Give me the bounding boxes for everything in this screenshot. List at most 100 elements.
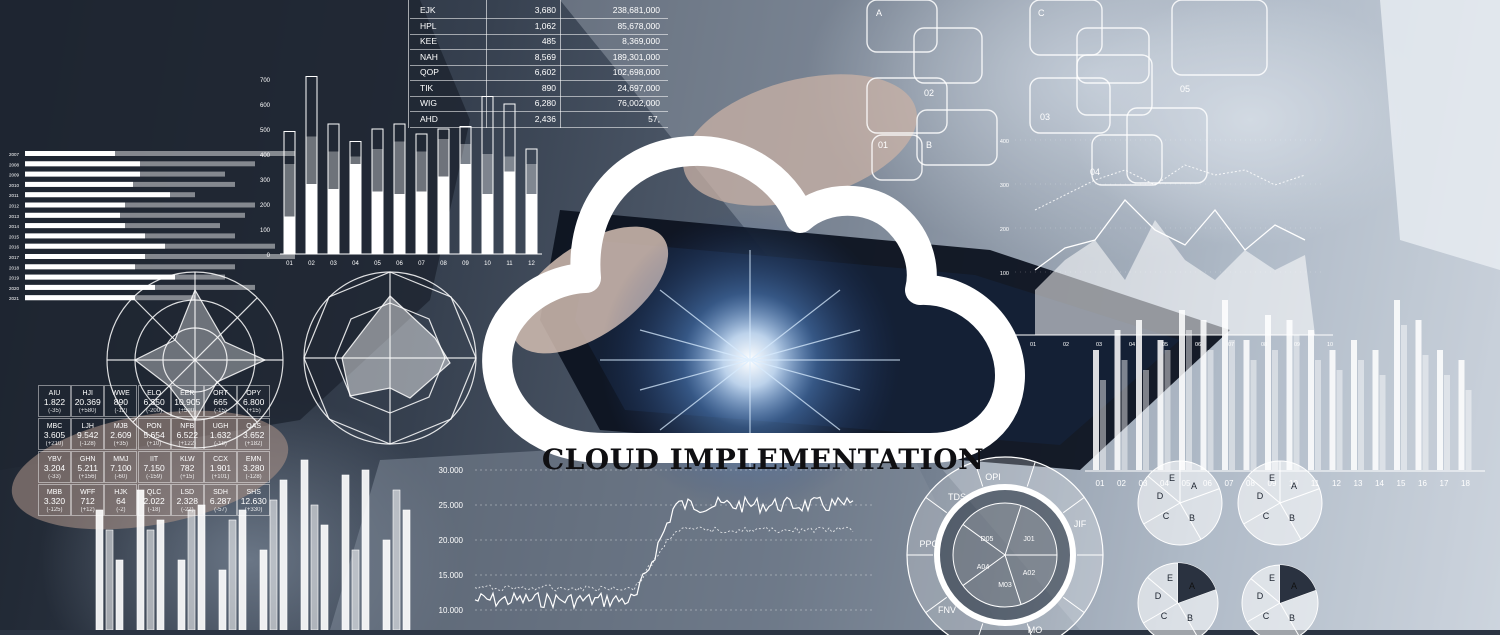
ticker-code: MMJ	[113, 456, 129, 463]
ticker-code: SDH	[213, 489, 228, 496]
stock-volume: 3,680	[534, 5, 556, 15]
ticker-code: QAS	[246, 423, 262, 430]
flow-box	[866, 77, 948, 134]
stock-volume: 1,062	[534, 20, 556, 31]
hbar-row-label: 2020	[9, 286, 20, 291]
mini-pie-slice-dark	[1178, 563, 1216, 603]
monitor	[1380, 0, 1500, 270]
outer-divider	[1026, 461, 1036, 487]
lower-bar	[187, 509, 196, 630]
ticker-value: 3.605	[43, 430, 66, 440]
x-tick-label: 05	[374, 261, 381, 267]
suit-silhouette	[0, 0, 470, 470]
ticker-code: IIT	[150, 456, 159, 463]
x-tick-label: 10	[484, 261, 491, 267]
hbar-fill	[25, 192, 170, 198]
mini-pie-divider	[1147, 576, 1179, 604]
stock-volume: 6,602	[534, 67, 556, 77]
stock-value: 189,301,000	[612, 51, 660, 62]
ticker-delta: (+182)	[244, 441, 263, 447]
ticker-value: 782	[180, 463, 195, 473]
mini-pie-label: B	[1189, 513, 1195, 523]
lower-bar	[218, 569, 227, 630]
sunburst-outer-label: JIF	[1074, 519, 1087, 529]
y-tick-label: 400	[1000, 139, 1009, 145]
bar-low	[438, 176, 449, 254]
x-tick-label: 01	[1030, 342, 1036, 348]
horizontal-bar-list: 2007200820092010201120122013201420152016…	[9, 151, 295, 301]
hbar-track	[25, 202, 255, 208]
ticker-delta: (+122)	[178, 441, 197, 447]
right-bar	[1358, 360, 1364, 470]
hbar-row-label: 2014	[9, 224, 20, 229]
ticker-code: ORT	[213, 390, 228, 397]
ticker-value: 6.287	[209, 496, 232, 506]
area-line	[1034, 199, 1306, 271]
inner-divider	[1004, 505, 1022, 556]
ticker-value: 2.328	[176, 496, 198, 506]
lower-bar	[310, 504, 319, 630]
inner-divider	[1004, 554, 1022, 605]
bar-low	[482, 194, 493, 254]
ticker-code: HJK	[114, 489, 128, 496]
right-bar	[1401, 325, 1407, 470]
mini-pie-label: C	[1263, 511, 1270, 521]
mini-pie-divider	[1179, 488, 1220, 504]
hbar-row-label: 2009	[9, 173, 20, 178]
ticker-value: 5.654	[143, 430, 165, 440]
hbar-fill	[25, 233, 145, 239]
mini-pie-divider	[1243, 502, 1281, 525]
lower-bar	[320, 524, 329, 630]
right-bar	[1286, 320, 1293, 470]
right-bar	[1315, 360, 1321, 470]
lower-bar	[197, 504, 206, 630]
ticker-delta: (-128)	[245, 474, 262, 480]
y-tick-label: 0	[267, 253, 271, 259]
flow-box-label: B	[926, 140, 932, 150]
ticker-code: YBV	[47, 456, 62, 463]
lower-bar	[95, 509, 104, 630]
mini-pie-label: A	[1191, 481, 1197, 491]
inner-divider	[962, 524, 1006, 556]
hbar-row-label: 2007	[9, 152, 20, 157]
right-bar	[1308, 330, 1314, 470]
right-bar	[1351, 340, 1357, 470]
radar-chart-left	[106, 271, 284, 449]
ticker-delta: (+590)	[178, 408, 197, 414]
lower-bar	[156, 519, 165, 630]
ticker-value: 10.905	[174, 397, 201, 407]
right-bar	[1394, 300, 1400, 470]
ticker-code: LSD	[180, 489, 195, 496]
mini-pie-label: B	[1289, 613, 1295, 623]
outer-divider	[1062, 496, 1085, 514]
right-bar-chart: 010203040506070809101112131415161718	[1085, 300, 1485, 488]
mini-pie-divider	[1143, 602, 1179, 624]
bar-low	[526, 194, 537, 254]
stock-ticker: WIG	[420, 98, 437, 108]
mini-pie-label: C	[1263, 611, 1270, 621]
ticker-code: HJI	[82, 390, 93, 397]
x-tick-label: 08	[440, 261, 447, 267]
sunburst-outer-label: OPI	[985, 472, 1001, 482]
flare-rays	[600, 250, 900, 470]
hbar-fill	[25, 274, 175, 280]
x-tick-label: 01	[286, 261, 293, 267]
ticker-code: KLW	[179, 456, 195, 463]
flow-box	[913, 27, 983, 84]
upper-bar-chart: 7006005004003002001000010203040506070809…	[260, 76, 542, 267]
flow-box-label: 05	[1180, 84, 1190, 94]
ticker-delta: (-128)	[79, 441, 96, 447]
mini-pie-divider	[1250, 578, 1281, 604]
stock-value: 238,681,000	[612, 5, 660, 15]
y-tick-label: 400	[260, 153, 271, 159]
stock-volume: 8,569	[534, 51, 556, 62]
x-tick-label: 04	[352, 261, 359, 267]
